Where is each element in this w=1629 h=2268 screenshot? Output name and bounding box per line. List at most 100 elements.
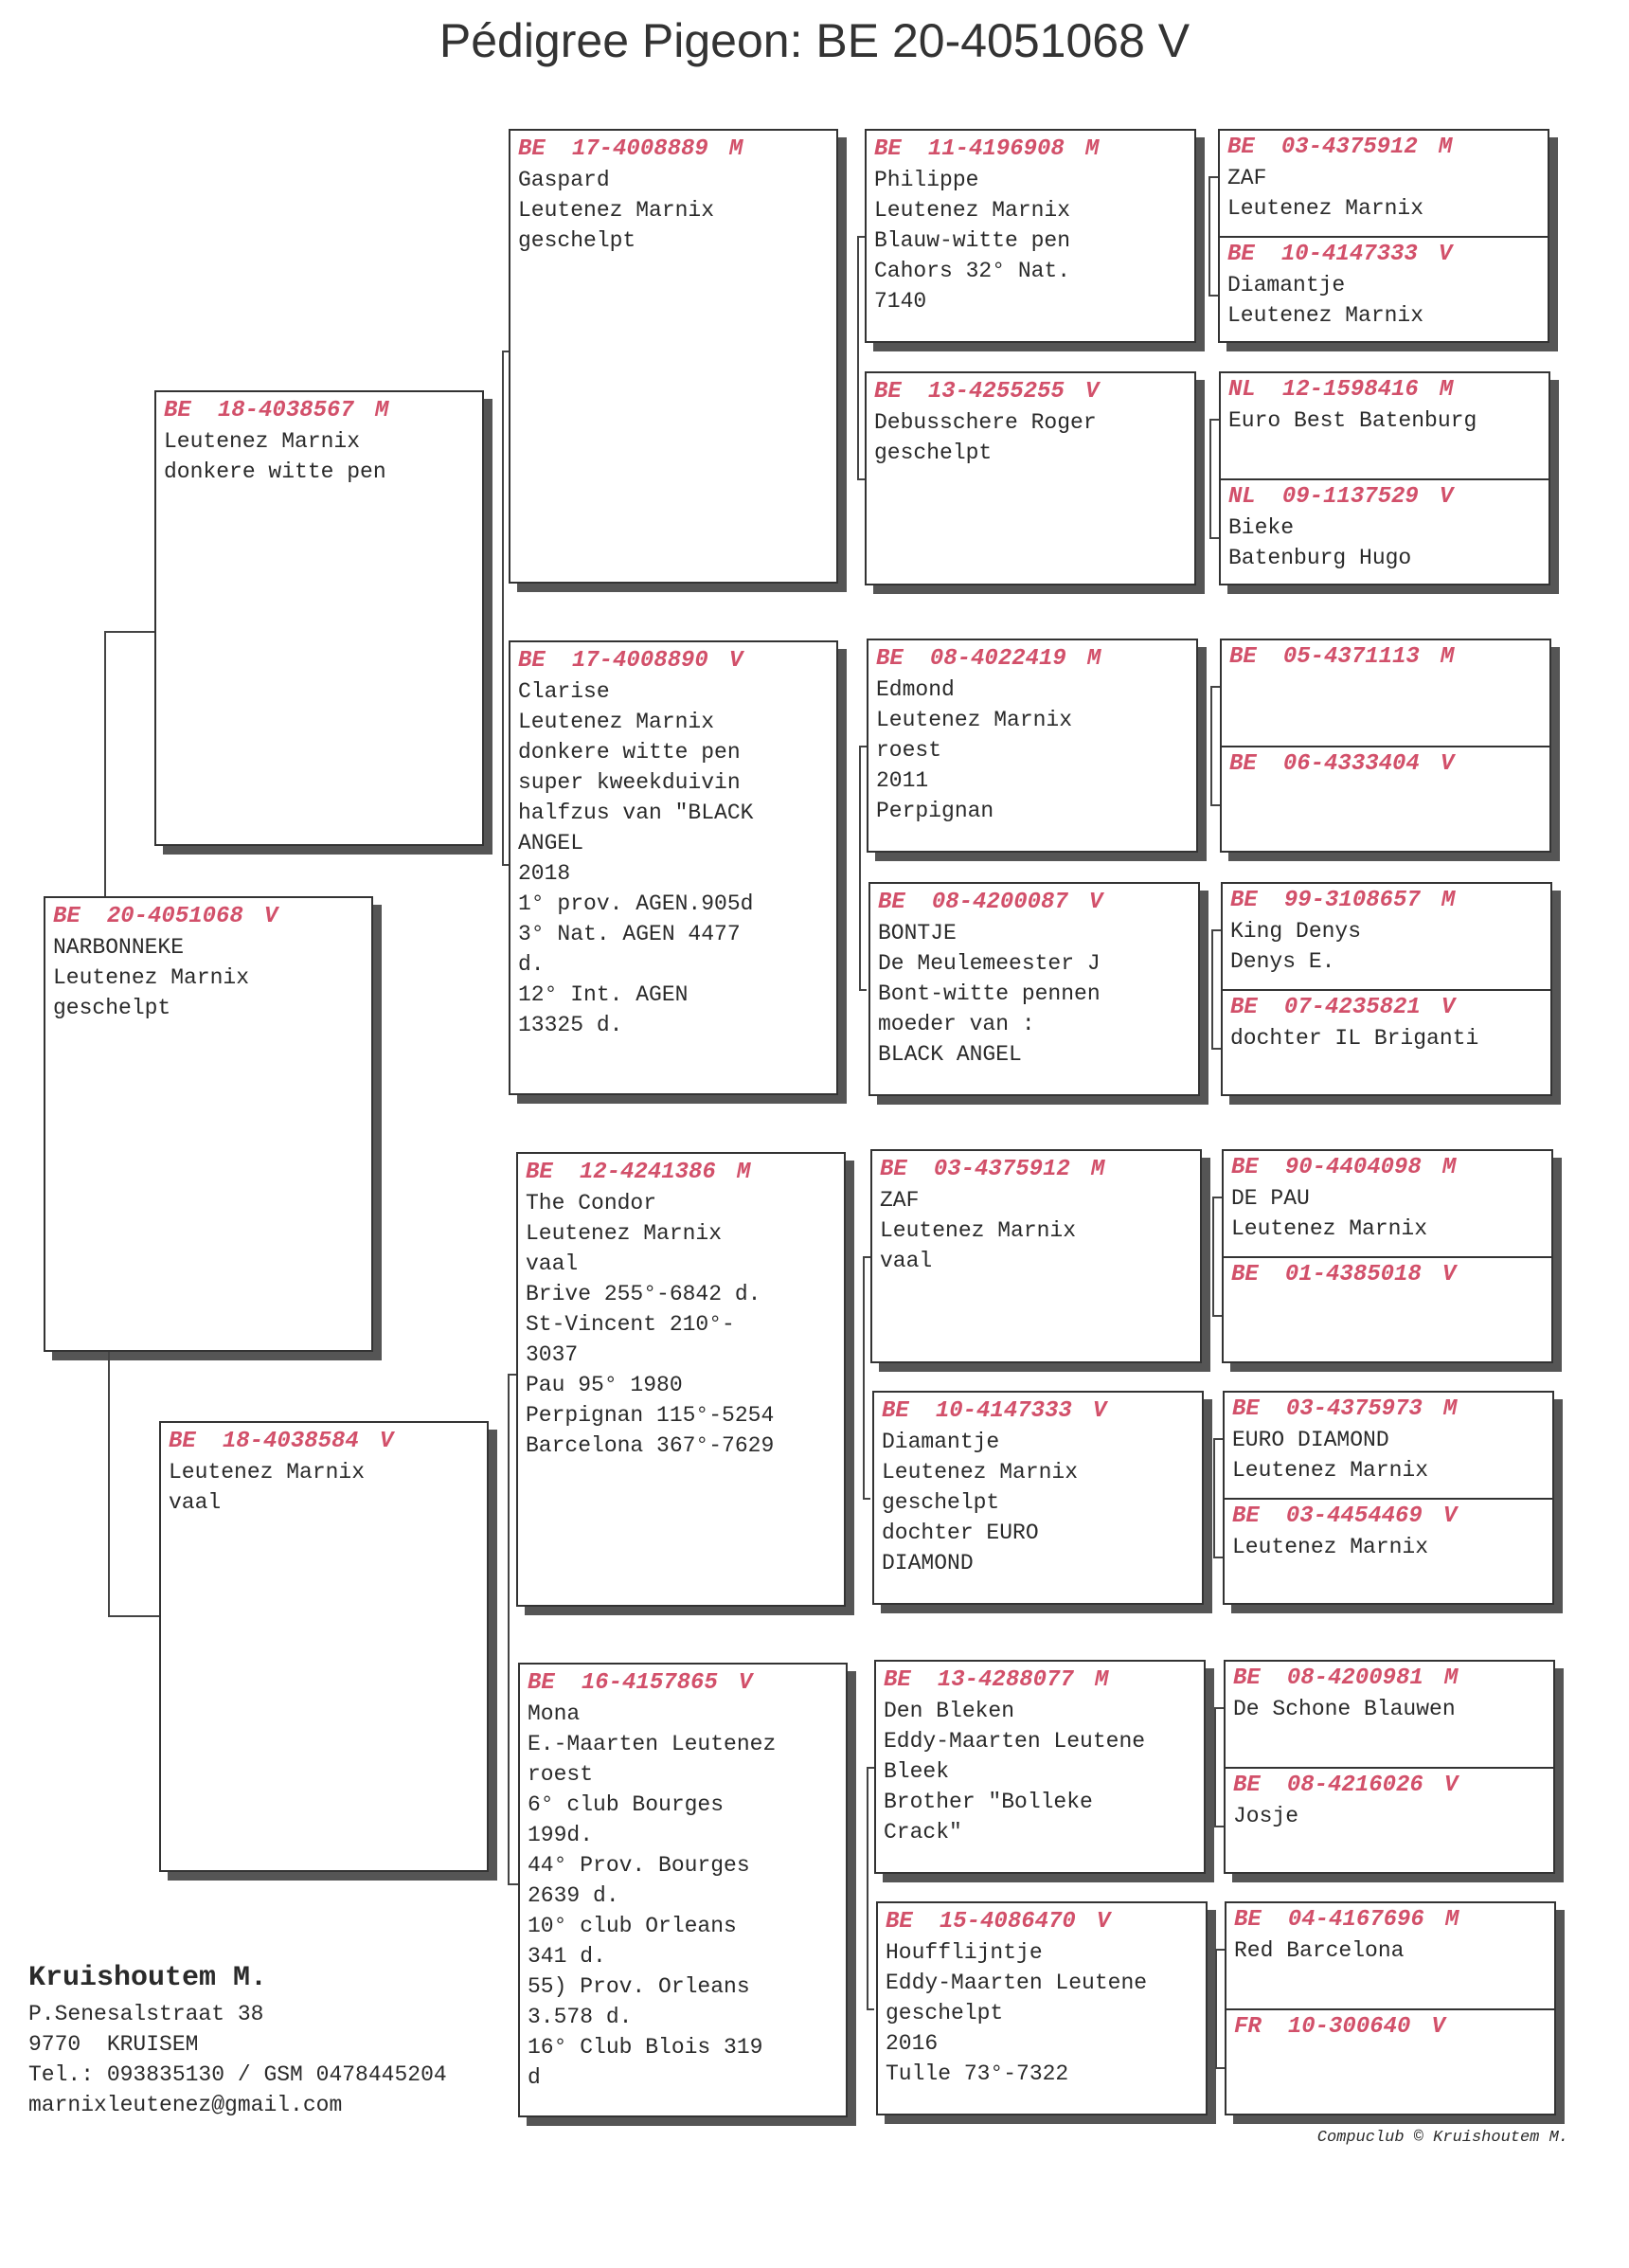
bird-info-line: De Schone Blauwen xyxy=(1233,1697,1456,1721)
bird-info-line: 2016 xyxy=(886,2031,939,2056)
bird-info-line: Cahors 32° Nat. xyxy=(874,259,1071,283)
ring-country: BE xyxy=(1230,888,1258,913)
bird-info-line: geschelpt xyxy=(518,228,636,253)
ring-id: 17-4008889 xyxy=(571,136,708,162)
ring-sex: M xyxy=(1442,1396,1458,1422)
ring-country: BE xyxy=(1232,1503,1260,1529)
bird-info-line: 2018 xyxy=(518,861,571,886)
ring-sex: V xyxy=(1096,1909,1111,1935)
ring-id: 13-4255255 xyxy=(927,379,1065,405)
connector-line xyxy=(508,1374,510,1885)
ring-id: 03-4454469 xyxy=(1285,1503,1423,1529)
bird-info-line: vaal xyxy=(526,1251,579,1276)
ring-id: 13-4288077 xyxy=(937,1667,1074,1693)
ring-id: 06-4333404 xyxy=(1282,751,1420,777)
bird-info-line: 7140 xyxy=(874,289,927,314)
ring-sex: M xyxy=(1443,1665,1459,1691)
bird-info-line: geschelpt xyxy=(53,996,171,1020)
bird-info-line: dochter IL Briganti xyxy=(1230,1026,1479,1051)
bird-info-line: DIAMOND xyxy=(882,1551,974,1575)
connector-line xyxy=(1209,419,1219,421)
bird-info-line: Leutenez Marnix xyxy=(1227,303,1424,328)
ring-id: 07-4235821 xyxy=(1283,995,1421,1020)
ring-id: 01-4385018 xyxy=(1284,1262,1422,1287)
ring-id: 16-4157865 xyxy=(581,1670,718,1696)
ring-sex: V xyxy=(1441,995,1456,1020)
ring-country: BE xyxy=(528,1670,555,1696)
bird-info-line: Leutenez Marnix xyxy=(518,198,715,223)
bird-info-line: 3037 xyxy=(526,1342,579,1367)
owner-email: marnixleutenez@gmail.com xyxy=(28,2093,343,2117)
ring-id: 10-4147333 xyxy=(935,1398,1072,1424)
ring-country: NL xyxy=(1228,484,1256,510)
connector-line xyxy=(1211,929,1213,1049)
bird-info-line: Pau 95° 1980 xyxy=(526,1373,683,1397)
ring-country: BE xyxy=(1231,1262,1259,1287)
bird-info-line: Bont-witte pennen xyxy=(878,981,1101,1006)
ring-number: BE 01-4385018 V xyxy=(1231,1260,1544,1290)
owner-phone: Tel.: 093835130 / GSM 0478445204 xyxy=(28,2062,447,2087)
bird-info-line: DE PAU xyxy=(1231,1186,1310,1211)
bird-info-line: vaal xyxy=(880,1249,933,1273)
bird-info-line: Leutenez Marnix xyxy=(53,965,250,990)
ring-country: FR xyxy=(1234,2014,1262,2040)
bird-info-line: King Denys xyxy=(1230,919,1362,944)
bird-info-line: Eddy-Maarten Leutene xyxy=(886,1971,1148,1995)
bird-info-line: Blauw-witte pen xyxy=(874,228,1071,253)
bird-info-line: Clarise xyxy=(518,679,610,704)
ring-sex: M xyxy=(374,398,389,423)
connector-line xyxy=(1208,176,1218,178)
bird-info-line: roest xyxy=(876,738,942,763)
connector-line xyxy=(1211,1048,1221,1050)
connector-line xyxy=(1212,1315,1222,1317)
ring-sex: V xyxy=(1441,1262,1457,1287)
bird-info-line: 3.578 d. xyxy=(528,2005,633,2029)
bird-info-line: The Condor xyxy=(526,1191,657,1215)
ring-sex: M xyxy=(1084,136,1100,162)
ring-sex: V xyxy=(1439,484,1454,510)
bird-info-line: Leutenez Marnix xyxy=(1232,1458,1429,1483)
ring-sex: M xyxy=(728,136,743,162)
ring-country: BE xyxy=(1229,644,1257,670)
connector-line xyxy=(502,864,509,866)
ring-country: BE xyxy=(1229,751,1257,777)
bird-info-line: roest xyxy=(528,1762,594,1787)
ring-country: BE xyxy=(1227,135,1255,160)
bird-info-line: ANGEL xyxy=(518,831,584,855)
connector-line xyxy=(1212,1197,1222,1198)
bird-info-line: 2639 d. xyxy=(528,1883,619,1908)
ring-country: BE xyxy=(518,648,546,674)
ring-number: BE 07-4235821 V xyxy=(1230,993,1543,1023)
bird-info-line: Leutenez Marnix xyxy=(526,1221,723,1246)
connector-line xyxy=(104,631,106,896)
bird-info-line: dochter EURO xyxy=(882,1521,1039,1545)
ring-country: BE xyxy=(1230,995,1258,1020)
bird-info-line: Leutenez Marnix xyxy=(169,1460,366,1485)
connector-line xyxy=(1210,686,1212,805)
connector-line xyxy=(1210,804,1220,806)
ring-sex: V xyxy=(1088,890,1103,915)
bird-info-line: Leutenez Marnix xyxy=(1231,1216,1428,1241)
connector-line xyxy=(1214,1707,1216,1827)
ring-country: BE xyxy=(878,890,905,915)
bird-info-line: 6° club Bourges xyxy=(528,1792,725,1817)
ring-country: BE xyxy=(1233,1773,1261,1798)
bird-info-line: Philippe xyxy=(874,168,979,192)
connector-line xyxy=(1215,1949,1225,1951)
ring-sex: M xyxy=(1094,1667,1109,1693)
connector-line xyxy=(863,1256,865,1498)
